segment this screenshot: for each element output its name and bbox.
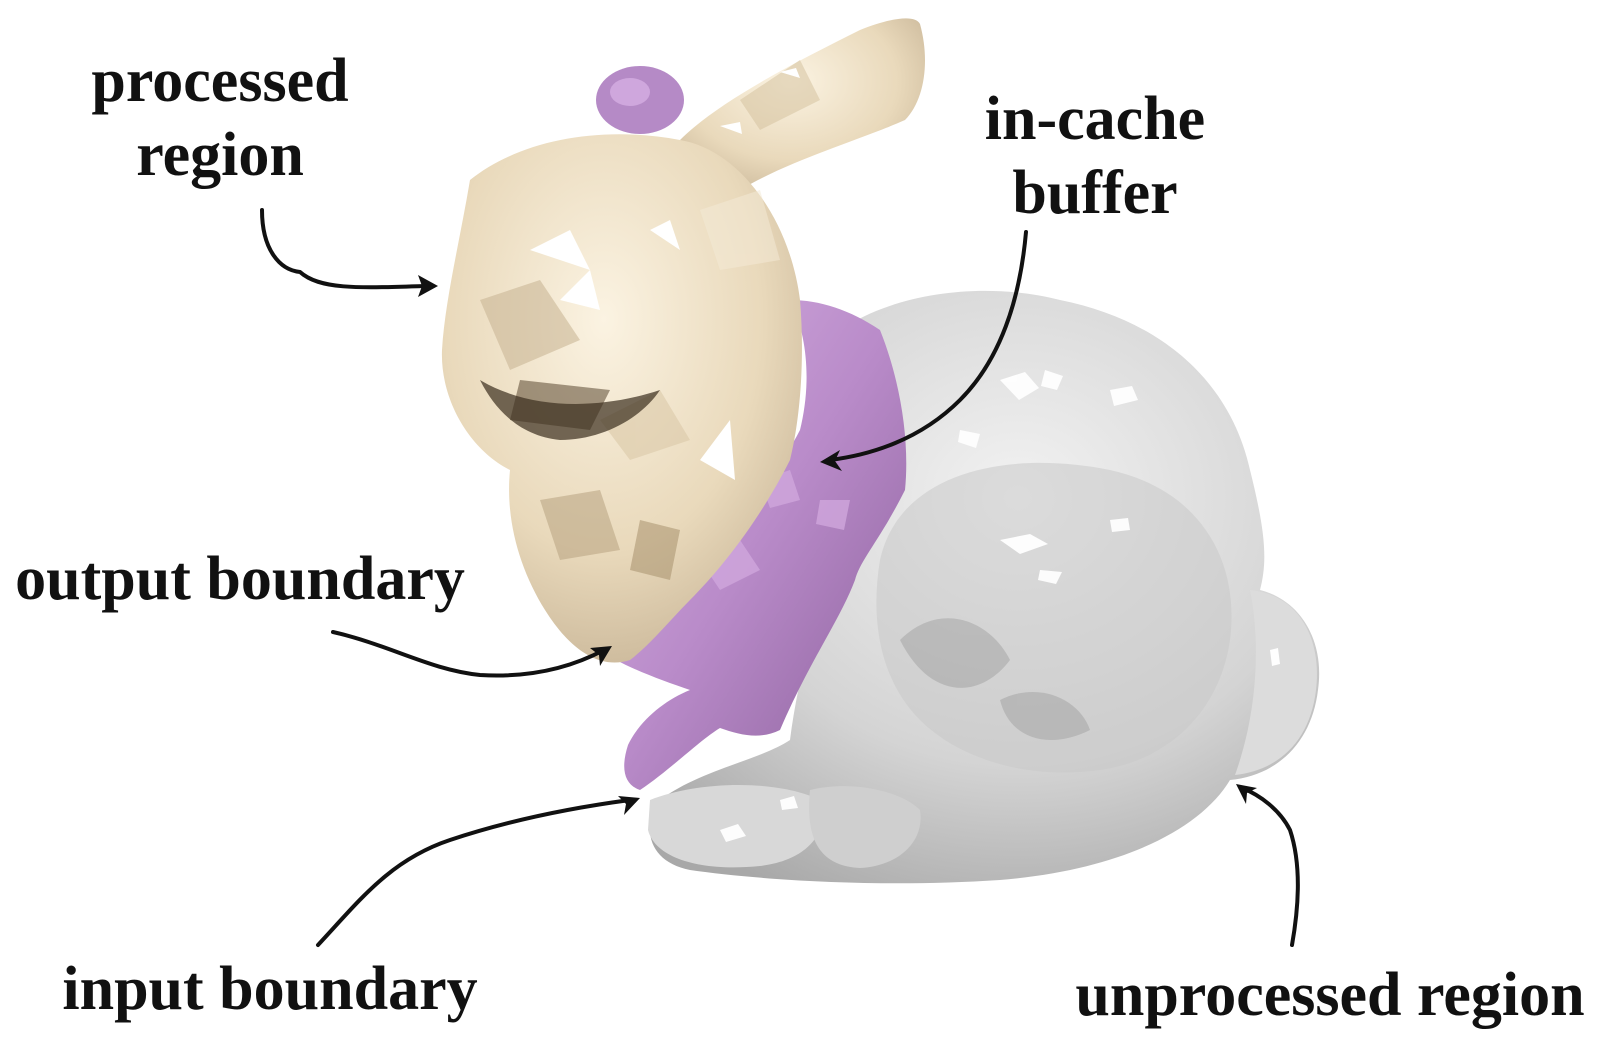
- output-boundary-arrow: [333, 632, 604, 676]
- processed-region-label-line2: region: [60, 118, 380, 192]
- input-boundary-label: input boundary: [50, 952, 490, 1026]
- unprocessed-region-label: unprocessed region: [1060, 958, 1600, 1032]
- output-boundary-label: output boundary: [10, 542, 470, 616]
- in-cache-buffer-label-line2: buffer: [960, 156, 1230, 230]
- processed-region-label: processed region: [60, 44, 380, 192]
- processed-region-label-line1: processed: [60, 44, 380, 118]
- in-cache-buffer-label-line1: in-cache: [960, 82, 1230, 156]
- unprocessed-region-arrow: [1242, 788, 1298, 945]
- input-boundary-arrow: [318, 800, 630, 945]
- in-cache-buffer-label: in-cache buffer: [960, 82, 1230, 230]
- processed-region-arrow: [262, 210, 425, 287]
